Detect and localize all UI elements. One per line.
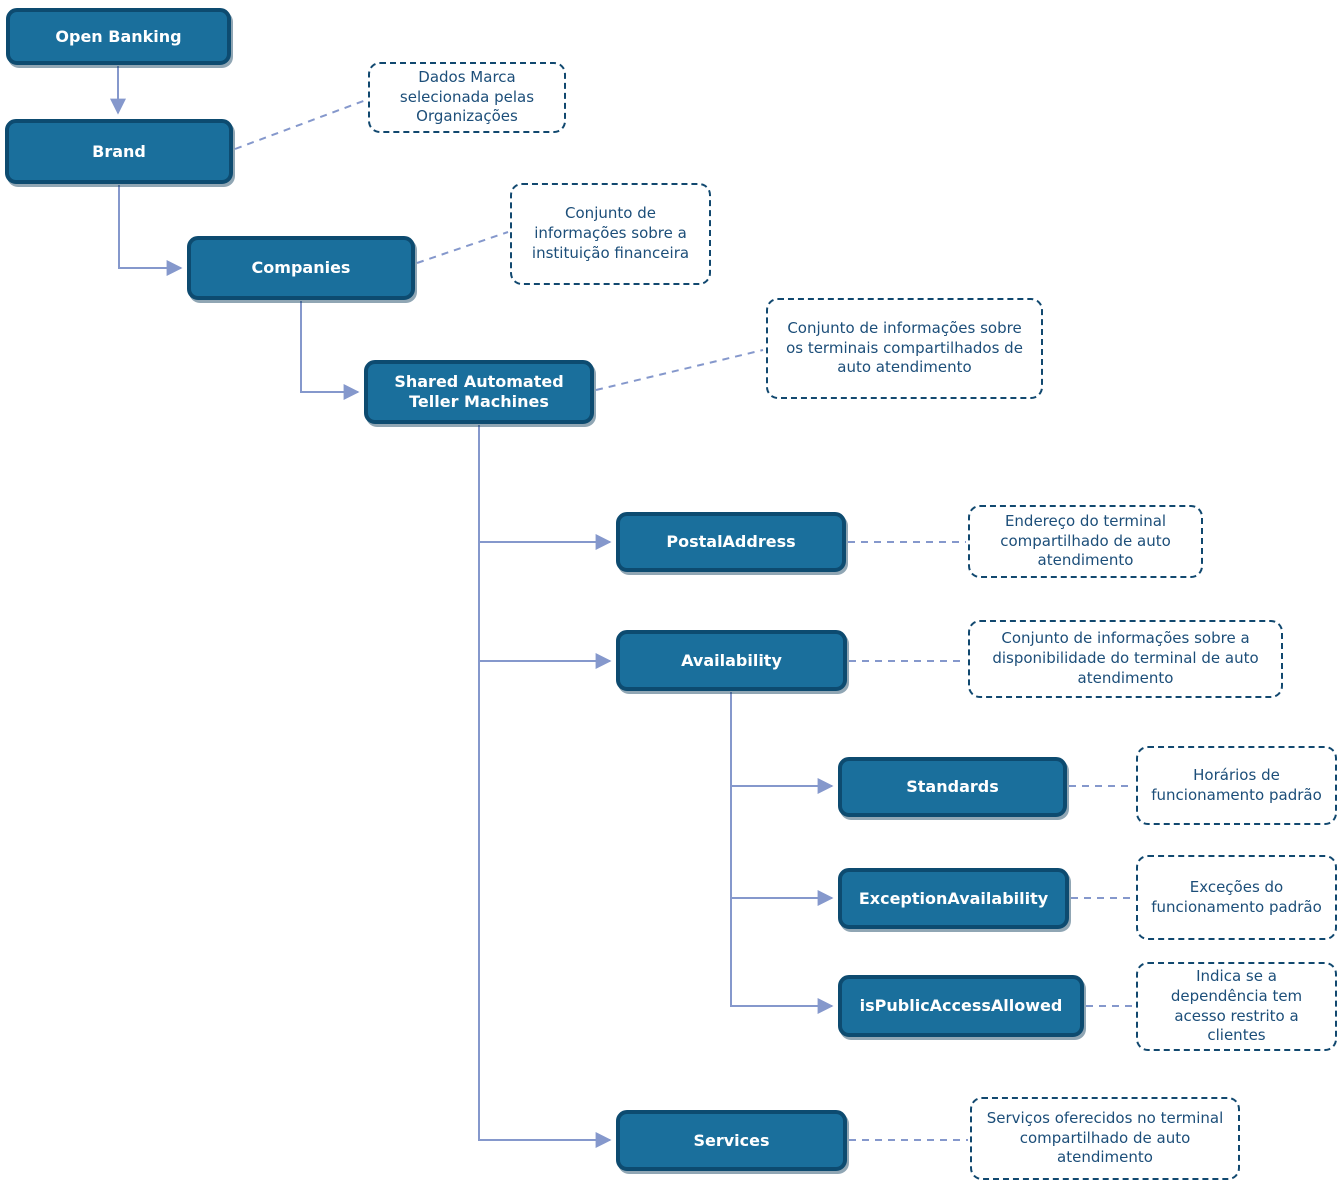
node-companies: Companies bbox=[187, 236, 415, 300]
annotation-exception-availability: Exceções do funcionamento padrão bbox=[1136, 855, 1337, 940]
annotation-brand: Dados Marca selecionada pelas Organizaçõ… bbox=[368, 62, 566, 133]
node-shared-automated-teller-machines: Shared Automated Teller Machines bbox=[364, 360, 594, 424]
node-label: Open Banking bbox=[55, 26, 182, 46]
annotation-shared-automated-teller-machines: Conjunto de informações sobre os termina… bbox=[766, 298, 1043, 399]
edge-sharedatm-services bbox=[478, 425, 612, 1148]
annotation-text: Conjunto de informações sobre a institui… bbox=[531, 204, 690, 262]
annotation-postal-address: Endereço do terminal compartilhado de au… bbox=[968, 505, 1203, 578]
node-exception-availability: ExceptionAvailability bbox=[838, 868, 1069, 929]
node-label: Services bbox=[693, 1130, 770, 1150]
node-postal-address: PostalAddress bbox=[616, 512, 846, 572]
annotation-text: Exceções do funcionamento padrão bbox=[1151, 877, 1322, 916]
node-is-public-access-allowed: isPublicAccessAllowed bbox=[838, 975, 1084, 1037]
annotation-text: Dados Marca selecionada pelas Organizaçõ… bbox=[399, 67, 535, 126]
node-label: ExceptionAvailability bbox=[858, 888, 1049, 908]
node-label: PostalAddress bbox=[666, 532, 796, 551]
node-label: Availability bbox=[681, 650, 782, 670]
annotation-services: Serviços oferecidos no terminal comparti… bbox=[970, 1097, 1240, 1180]
edge-brand-companies bbox=[118, 185, 183, 276]
node-availability: Availability bbox=[616, 630, 847, 691]
callout-line-brand bbox=[234, 99, 367, 150]
annotation-text: Conjunto de informações sobre a disponib… bbox=[992, 629, 1259, 687]
annotation-availability: Conjunto de informações sobre a disponib… bbox=[968, 620, 1283, 698]
node-label: Companies bbox=[251, 258, 351, 277]
annotation-companies: Conjunto de informações sobre a institui… bbox=[510, 183, 711, 285]
node-open-banking: Open Banking bbox=[6, 8, 231, 65]
annotation-text: Conjunto de informações sobre os termina… bbox=[786, 318, 1023, 377]
node-label: Shared Automated Teller Machines bbox=[394, 372, 564, 411]
edge-availability-ispublicaccessallowed bbox=[730, 692, 834, 1014]
callout-line-companies bbox=[416, 231, 509, 264]
annotation-text: Endereço do terminal compartilhado de au… bbox=[1000, 511, 1171, 570]
annotation-text: Horários de funcionamento padrão bbox=[1151, 765, 1322, 804]
node-label: Standards bbox=[906, 777, 999, 796]
node-services: Services bbox=[616, 1110, 847, 1171]
node-label: isPublicAccessAllowed bbox=[859, 996, 1063, 1015]
node-label: Brand bbox=[92, 141, 146, 161]
edge-companies-sharedatm bbox=[300, 301, 360, 400]
annotation-standards: Horários de funcionamento padrão bbox=[1136, 746, 1337, 825]
node-standards: Standards bbox=[838, 757, 1067, 817]
annotation-text: Serviços oferecidos no terminal comparti… bbox=[986, 1108, 1224, 1167]
annotation-text: Indica se a dependência tem acesso restr… bbox=[1170, 966, 1303, 1045]
annotation-is-public-access-allowed: Indica se a dependência tem acesso restr… bbox=[1136, 962, 1337, 1051]
callout-line-sharedatm bbox=[595, 349, 764, 391]
node-brand: Brand bbox=[5, 119, 233, 184]
